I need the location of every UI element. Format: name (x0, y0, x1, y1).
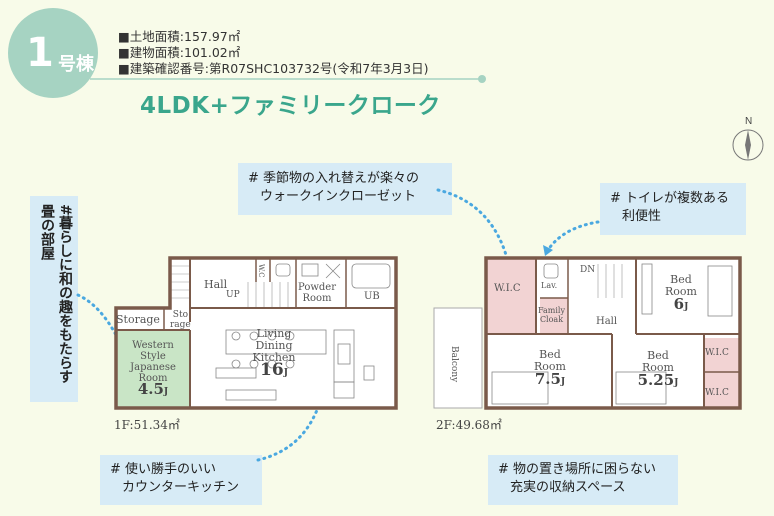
callout-storage-line2: 充実の収納スペース (510, 480, 626, 495)
f1-wj3: Japanese (130, 362, 176, 373)
f2-fam2: Cloak (539, 315, 564, 324)
building-area: ■建物面積:101.02㎡ (118, 45, 241, 60)
f2-lav-label: Lav. (541, 281, 558, 290)
f2-wic3-label: W.I.C (705, 388, 729, 398)
f1-living: Living (256, 327, 292, 340)
floor1-plan (114, 256, 398, 410)
f2-bed1-label: Bed Room 7.5J (520, 349, 580, 388)
f2-area: 2F:49.68㎡ (436, 418, 502, 432)
leader-wic (436, 188, 510, 264)
north-compass-icon: N (732, 116, 764, 161)
f2-bed1-jo: J (560, 377, 566, 387)
f1-powder2: Room (302, 293, 332, 304)
callout-toilets: # トイレが複数ある 利便性 (600, 183, 746, 235)
f1-sto: Sto (172, 310, 188, 320)
f2-bed2-jo: J (674, 378, 679, 388)
callout-kitchen-line1: # 使い勝手のいい (110, 462, 217, 477)
f1-japanese-room-label: Western Style Japanese Room 4.5J (118, 340, 188, 398)
callout-kitchen: # 使い勝手のいい カウンターキッチン (100, 455, 262, 505)
f1-wj4: Room (138, 373, 168, 384)
f1-dining: Dining (255, 339, 293, 352)
f1-wc-label: W.C (257, 264, 265, 278)
wic3-fill (704, 372, 740, 408)
f1-wj1: Western (132, 340, 174, 351)
callout-storage-line1: # 物の置き場所に困らない (498, 462, 657, 477)
f2-bed3-size: 6 (673, 295, 685, 313)
f2-wic-label: W.I.C (494, 283, 521, 294)
building-number: 1 (26, 30, 54, 76)
f1-up-label: UP (226, 290, 240, 300)
leader-toilet (546, 220, 600, 252)
permit-number: ■建築確認番号:第R07SHC103732号(令和7年3月3日) (118, 61, 429, 76)
f2-bed1a: Bed (539, 348, 561, 361)
f1-ldk-jo: J (283, 368, 288, 378)
building-number-badge: 1 号棟 (8, 8, 98, 98)
f1-wj2: Style (140, 351, 166, 362)
f1-storage-label: Storage (116, 313, 160, 326)
land-area: ■土地面積:157.97㎡ (118, 29, 241, 44)
f1-ldk-size: 16 (260, 360, 284, 380)
f2-bed2b: Room (642, 361, 674, 374)
wic2-fill (704, 338, 740, 372)
f1-powder1: Powder (298, 282, 337, 293)
compass-label: N (745, 116, 752, 127)
callout-storage: # 物の置き場所に困らない 充実の収納スペース (488, 455, 678, 505)
callout-tatami: #暮らしに和の趣をもたらす畳の部屋 (30, 196, 78, 402)
f2-bed3b: Room (665, 285, 697, 298)
f2-balcony-label: Balcony (449, 346, 459, 383)
title-divider (90, 75, 486, 83)
callout-walk-in-closet-line1: # 季節物の入れ替えが楽々の (248, 171, 420, 186)
f1-kitchen: Kitchen (252, 351, 296, 364)
building-unit: 号棟 (58, 54, 94, 75)
f2-bed2-label: Bed Room 5.25J (630, 350, 686, 389)
f1-ub-label: UB (364, 291, 380, 302)
callout-toilets-line1: # トイレが複数ある (610, 191, 730, 206)
callout-walk-in-closet: # 季節物の入れ替えが楽々の ウォークインクローゼット (238, 163, 452, 215)
floor2-plan (433, 256, 742, 410)
f1-hall-label: Hall (204, 278, 228, 291)
f2-bed3-jo: J (684, 302, 689, 312)
f2-bed3-label: Bed Room 6J (654, 274, 708, 313)
f2-bed2-size: 5.25 (637, 371, 675, 389)
f2-bed3a: Bed (670, 273, 692, 286)
f2-bed1b: Room (534, 360, 566, 373)
f1-wj-jo: J (163, 387, 169, 397)
f1-rage: rage (170, 320, 191, 330)
callout-toilets-line2: 利便性 (622, 209, 662, 224)
callout-kitchen-line2: カウンターキッチン (122, 480, 240, 495)
japanese-room-fill (116, 330, 190, 408)
f1-wj-size: 4.5 (137, 380, 164, 398)
f2-fam1: Family (538, 306, 565, 315)
f2-wic2-label: W.I.C (705, 348, 729, 358)
f1-area: 1F:51.34㎡ (114, 418, 180, 432)
plan-title: 4LDK+ファミリークローク (140, 93, 441, 119)
f1-ldk-label: Living Dining Kitchen 16J (234, 328, 314, 379)
wic-fill (486, 258, 536, 334)
f2-bed1-size: 7.5 (534, 370, 561, 388)
family-cloak-fill (540, 298, 568, 334)
f2-bed2a: Bed (647, 349, 669, 362)
f2-hall-label: Hall (596, 316, 618, 327)
callout-walk-in-closet-line2: ウォークインクローゼット (260, 189, 417, 204)
f2-dn-label: DN (580, 265, 596, 275)
